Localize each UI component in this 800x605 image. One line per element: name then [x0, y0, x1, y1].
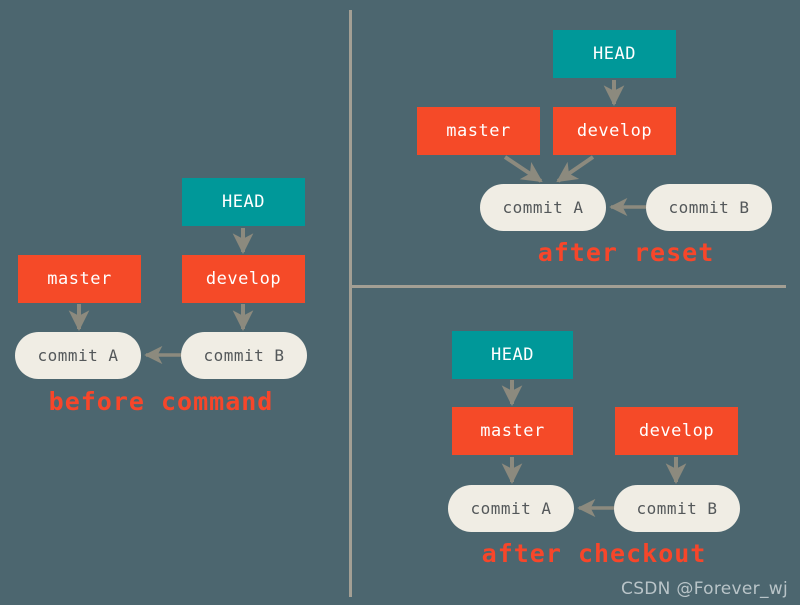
master-label: master — [446, 121, 511, 141]
commit-a-label: commit A — [37, 346, 119, 365]
master-box-after-reset[interactable]: master — [417, 107, 540, 155]
master-label: master — [47, 269, 112, 289]
commit-a-after-reset[interactable]: commit A — [480, 184, 606, 231]
develop-box-before-command[interactable]: develop — [182, 255, 305, 303]
watermark-text: CSDN @Forever_wj — [621, 579, 788, 599]
develop-box-after-reset[interactable]: develop — [553, 107, 676, 155]
develop-box-after-checkout[interactable]: develop — [615, 407, 738, 455]
commit-b-before-command[interactable]: commit B — [181, 332, 307, 379]
arrow-develop-to-commitA-p2 — [556, 155, 595, 183]
arrow-master-to-commitA-p2 — [503, 155, 543, 183]
commit-a-label: commit A — [470, 499, 552, 518]
develop-label: develop — [638, 421, 715, 441]
head-label: HEAD — [593, 44, 636, 64]
commit-a-after-checkout[interactable]: commit A — [448, 485, 574, 532]
commit-b-after-reset[interactable]: commit B — [646, 184, 772, 231]
develop-label: develop — [576, 121, 653, 141]
head-label: HEAD — [222, 192, 265, 212]
master-box-before-command[interactable]: master — [18, 255, 141, 303]
master-label: master — [480, 421, 545, 441]
caption-after-reset: after reset — [537, 238, 715, 267]
commit-a-label: commit A — [502, 198, 584, 217]
commit-b-label: commit B — [203, 346, 285, 365]
head-label: HEAD — [491, 345, 534, 365]
caption-after-checkout: after checkout — [481, 539, 707, 568]
head-box-after-reset[interactable]: HEAD — [553, 30, 676, 78]
commit-a-before-command[interactable]: commit A — [15, 332, 141, 379]
commit-b-label: commit B — [636, 499, 718, 518]
master-box-after-checkout[interactable]: master — [452, 407, 573, 455]
caption-before-command: before command — [48, 387, 274, 416]
head-box-before-command[interactable]: HEAD — [182, 178, 305, 226]
head-box-after-checkout[interactable]: HEAD — [452, 331, 573, 379]
commit-b-after-checkout[interactable]: commit B — [614, 485, 740, 532]
commit-b-label: commit B — [668, 198, 750, 217]
develop-label: develop — [205, 269, 282, 289]
